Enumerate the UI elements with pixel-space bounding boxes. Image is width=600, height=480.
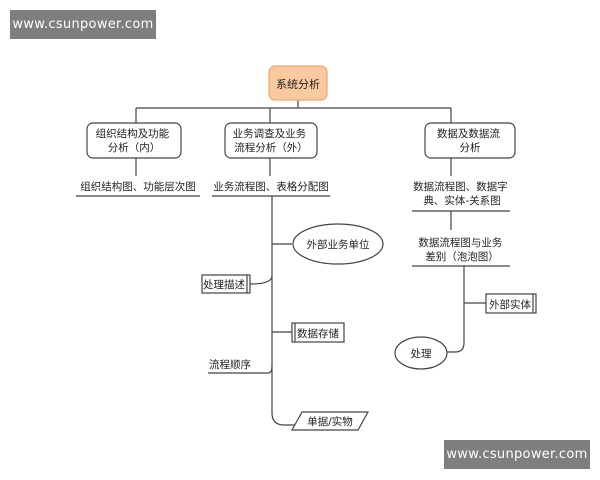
symbol-process-desc-label: 处理描述 [203, 278, 245, 291]
symbol-external-entity-box [485, 293, 537, 314]
branch-label-organization: 组织结构及功能 分析（内） [96, 127, 173, 154]
symbol-process-ellipse [394, 336, 448, 370]
connector-lines [76, 100, 510, 426]
symbol-document-label: 单据/实物 [307, 415, 353, 428]
branch-box-business-process [224, 122, 318, 159]
watermark-bottom: www.csunpower.com [444, 440, 590, 469]
symbol-process-label: 处理 [411, 348, 432, 360]
symbol-data-store-box [291, 322, 345, 343]
symbol-external-unit-ellipse [292, 223, 384, 265]
output-business-flow-text: 业务流程图、表格分配图 [213, 180, 329, 193]
output-org-chart-text: 组织结构图、功能层次图 [80, 180, 196, 193]
symbol-process-desc-box [201, 274, 251, 294]
symbol-data-store-label: 数据存储 [297, 327, 339, 340]
symbol-external-entity-label: 外部实体 [489, 298, 531, 311]
symbol-flow-order-label: 流程顺序 [209, 358, 251, 371]
root-node-label: 系统分析 [276, 77, 320, 91]
branch-label-business-process: 业务调查及业务 流程分析（外） [233, 127, 310, 154]
branch-box-organization [86, 122, 182, 159]
branch-label-data-flow: 数据及数据流 分析 [437, 127, 503, 154]
output-data-dictionary-text: 数据流程图、数据字 典、实体-关系图 [413, 180, 511, 207]
output-bubble-chart-text: 数据流程图与业务 差别（泡泡图） [418, 236, 505, 263]
root-node-box [268, 65, 328, 101]
symbol-external-unit-label: 外部业务单位 [307, 238, 370, 251]
branch-box-data-flow [424, 122, 516, 159]
symbol-document-parallelogram [290, 411, 370, 431]
watermark-top: www.csunpower.com [10, 10, 156, 39]
